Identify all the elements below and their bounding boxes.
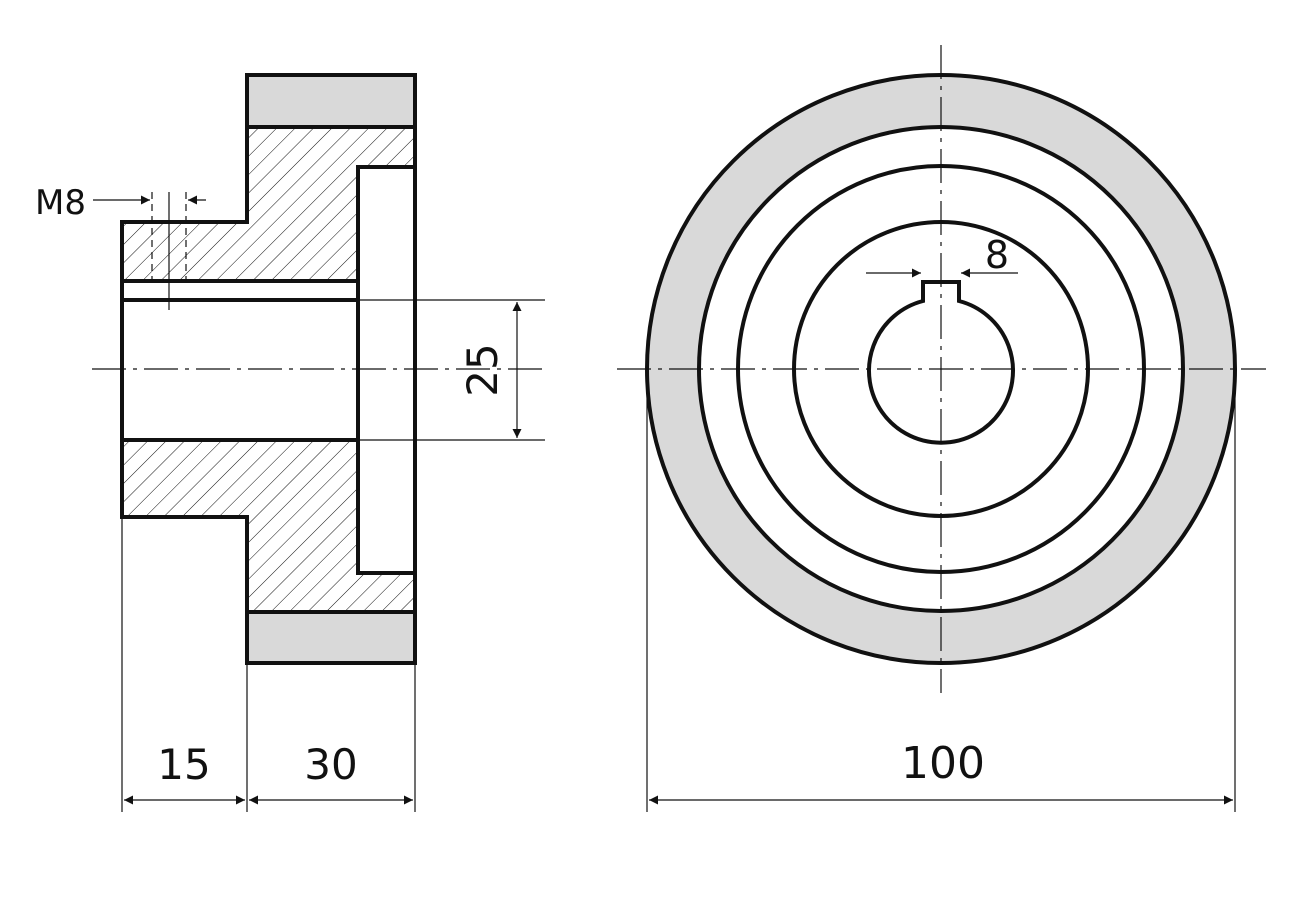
keyway-width-label: 8: [985, 233, 1009, 277]
front-view: 8 100: [617, 45, 1266, 812]
rubber-tread-top: [247, 75, 415, 127]
section-hatch-bottom: [122, 440, 415, 612]
bore-diameter-label: 25: [458, 343, 507, 396]
thread-label: M8: [35, 183, 86, 223]
section-hatch-top: [122, 127, 415, 281]
wheel-width-label: 30: [304, 740, 357, 789]
rubber-tread-bottom: [247, 612, 415, 663]
hub-length-label: 15: [157, 740, 210, 789]
outer-diameter-label: 100: [901, 738, 985, 789]
recess-outline: [356, 165, 415, 575]
section-view: M8 25 15 30: [35, 73, 545, 812]
section-outline: [120, 73, 417, 665]
bore-keyway-outline: [867, 280, 1015, 445]
